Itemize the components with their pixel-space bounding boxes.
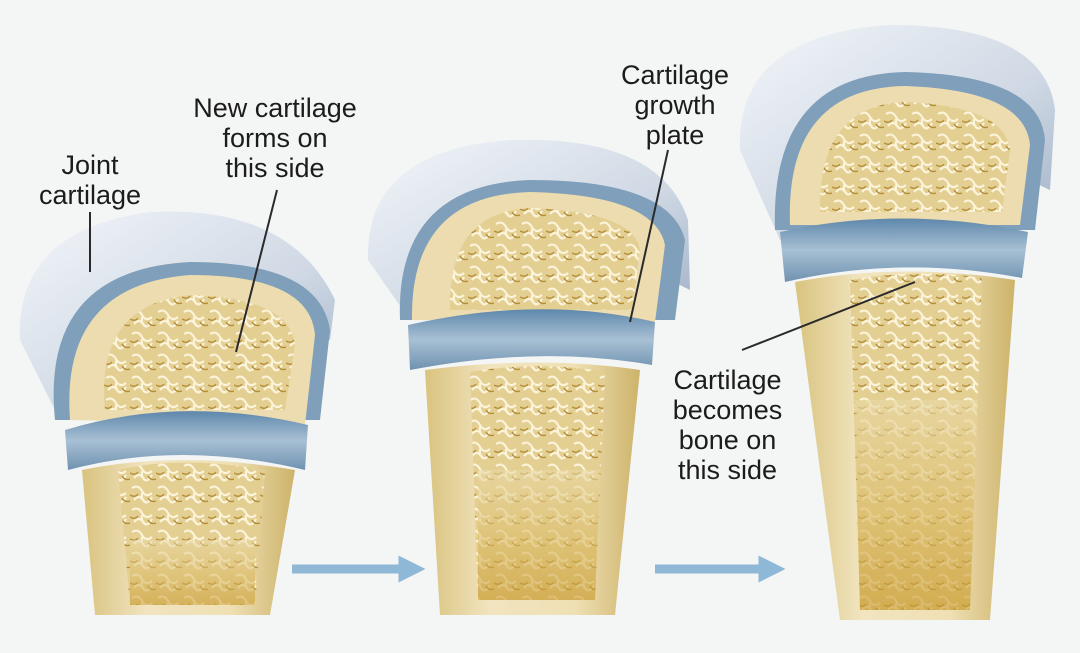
label-line: forms on	[222, 123, 328, 153]
label-line: this side	[225, 153, 325, 183]
spongy-bone-top	[819, 102, 1010, 212]
growth-plate	[65, 411, 308, 470]
label-line: cartilage	[38, 180, 142, 210]
label-line: New cartilage	[193, 93, 357, 123]
leader-growth-plate	[629, 149, 669, 323]
growth-plate	[780, 218, 1028, 282]
label-line: Cartilage	[620, 60, 730, 90]
growth-plate	[408, 309, 655, 370]
bone-stage-1	[19, 211, 335, 615]
label-joint-cartilage: Joint cartilage	[20, 150, 160, 210]
label-new-cartilage: New cartilage forms on this side	[170, 93, 380, 183]
label-line: bone on	[678, 425, 777, 455]
label-line: Cartilage	[673, 365, 782, 395]
bone-stage-3	[739, 25, 1055, 620]
label-growth-plate: Cartilage growth plate	[600, 60, 750, 150]
spongy-bone-top	[104, 295, 295, 410]
label-line: becomes	[672, 395, 783, 425]
bone-stage-2	[367, 139, 690, 615]
label-becomes-bone: Cartilage becomes bone on this side	[650, 365, 805, 485]
leader-new-cartilage	[235, 189, 278, 353]
label-line: Joint	[61, 150, 119, 180]
leader-becomes-bone	[741, 281, 916, 351]
label-line: plate	[645, 120, 705, 150]
label-line: growth	[634, 90, 716, 120]
spongy-bone-top	[449, 208, 640, 310]
label-line: this side	[677, 455, 778, 485]
